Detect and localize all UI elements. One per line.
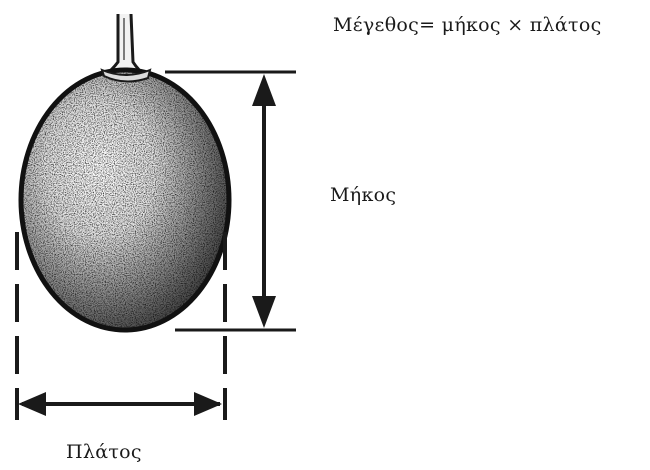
length-label: Μήκος <box>330 184 396 206</box>
width-arrowhead-right <box>194 392 222 416</box>
grape-berry <box>15 65 235 335</box>
width-label: Πλάτος <box>66 441 142 463</box>
length-arrowhead-up <box>252 74 276 106</box>
size-formula: Μέγεθος= μήκος × πλάτος <box>333 14 602 36</box>
width-arrowhead-left <box>18 392 46 416</box>
length-arrowhead-down <box>252 296 276 328</box>
